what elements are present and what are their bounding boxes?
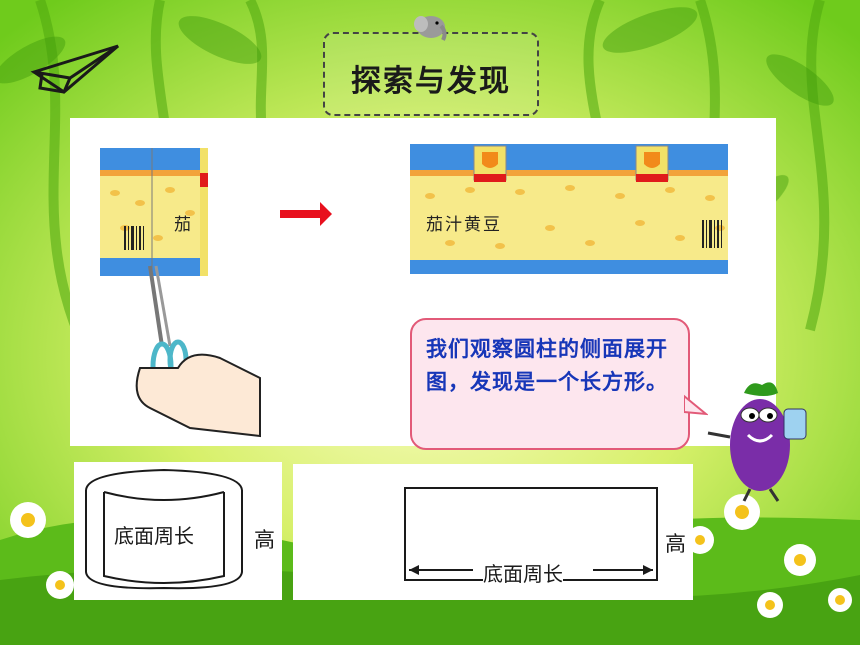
label-strip [410, 144, 728, 274]
label-strip-text: 茄汁黄豆 [426, 215, 502, 235]
can-illustration [100, 144, 728, 438]
cylinder-side-shape [85, 468, 243, 590]
speech-bubble: 我们观察圆柱的侧面展开图，发现是一个长方形。 [410, 318, 690, 450]
can-label: 茄 [174, 215, 191, 235]
eggplant-character-icon [707, 382, 807, 502]
tin-can [100, 148, 208, 276]
paper-plane-icon [30, 44, 119, 94]
hand [135, 353, 261, 438]
callout-text: 我们观察圆柱的侧面展开图，发现是一个长方形。 [426, 336, 668, 394]
elephant-icon [414, 16, 447, 41]
title-box: 探索与发现 [323, 16, 539, 116]
red-arrow [280, 202, 332, 226]
rectangle-width-label: 底面周长 [483, 558, 563, 587]
bubble-tail [684, 394, 708, 416]
rectangle-diagram-box: 底面周长 高 [293, 464, 693, 600]
rectangle-height-label: 高 [665, 532, 686, 556]
cylinder-diagram-box: 底面周长 高 [74, 462, 282, 600]
cylinder-height-label: 高 [254, 528, 275, 552]
cylinder-circumference-label: 底面周长 [114, 524, 194, 548]
daisy-flower-icon [10, 494, 852, 618]
page-title: 探索与发现 [351, 64, 511, 99]
